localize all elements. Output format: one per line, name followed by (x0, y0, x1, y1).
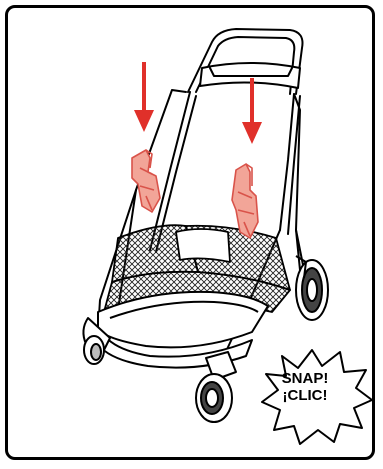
snap-callout-text: SNAP! ¡CLIC! (268, 370, 342, 404)
callout-line-1: SNAP! (268, 370, 342, 387)
callout-line-2: ¡CLIC! (268, 387, 342, 404)
down-arrow-icon (242, 78, 262, 144)
car-seat-adapter-right (232, 164, 258, 238)
down-arrow-icon (134, 62, 154, 132)
car-seat-adapter-left (132, 150, 160, 212)
rear-wheel (296, 256, 328, 320)
seat-tray (96, 292, 268, 368)
